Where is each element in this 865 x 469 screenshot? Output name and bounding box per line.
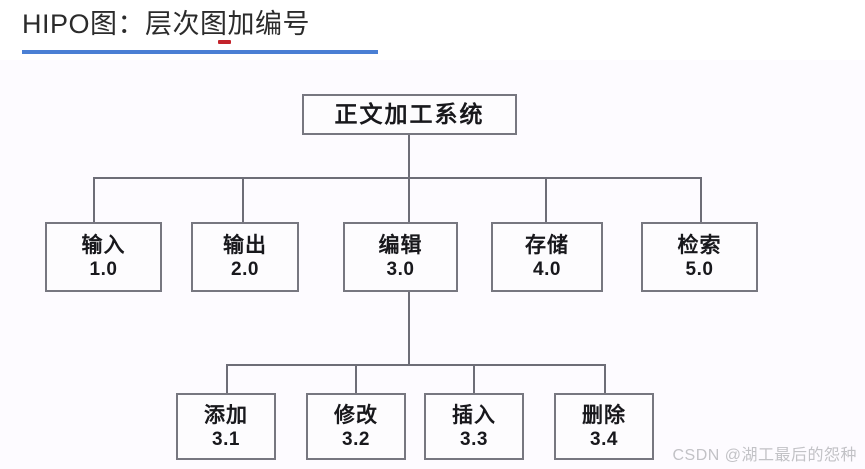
connector-drop-retrieve [700, 177, 702, 222]
connector-drop-insert [473, 364, 475, 393]
connector-edit-stem [408, 292, 410, 365]
connector-drop-add [226, 364, 228, 393]
node-delete-label: 删除 [582, 403, 626, 427]
node-insert-label: 插入 [452, 403, 496, 427]
node-root[interactable]: 正文加工系统 [302, 94, 517, 135]
node-retrieve-code: 5.0 [685, 259, 714, 280]
node-storage-label: 存储 [525, 234, 569, 257]
connector-drop-storage [545, 177, 547, 222]
diagram-canvas: 正文加工系统 输入 1.0 输出 2.0 编辑 3.0 存储 4.0 检索 5.… [0, 60, 865, 469]
csdn-watermark: CSDN @湖工最后的怨种 [672, 447, 857, 464]
node-storage[interactable]: 存储 4.0 [491, 222, 603, 292]
slide-header: HIPO图：层次图加编号 [0, 0, 865, 60]
connector-drop-output [242, 177, 244, 222]
node-output-code: 2.0 [231, 259, 259, 280]
connector-level3-bus [226, 364, 606, 366]
connector-level2-bus [93, 177, 702, 179]
node-delete[interactable]: 删除 3.4 [554, 393, 654, 460]
page-title: HIPO图：层次图加编号 [22, 9, 311, 39]
title-divider-rule [22, 50, 378, 54]
node-add-code: 3.1 [212, 428, 240, 450]
node-modify-label: 修改 [334, 403, 378, 427]
node-retrieve[interactable]: 检索 5.0 [641, 222, 758, 292]
node-input[interactable]: 输入 1.0 [45, 222, 162, 292]
node-root-label: 正文加工系统 [334, 101, 485, 127]
node-delete-code: 3.4 [590, 428, 618, 450]
node-modify[interactable]: 修改 3.2 [306, 393, 406, 460]
node-input-label: 输入 [81, 234, 126, 257]
node-output-label: 输出 [223, 234, 267, 257]
node-add[interactable]: 添加 3.1 [176, 393, 276, 460]
node-output[interactable]: 输出 2.0 [191, 222, 299, 292]
node-retrieve-label: 检索 [677, 234, 722, 257]
node-input-code: 1.0 [89, 259, 118, 280]
red-underline-mark [218, 40, 231, 44]
node-edit-label: 编辑 [378, 234, 423, 257]
node-edit[interactable]: 编辑 3.0 [343, 222, 458, 292]
connector-drop-delete [604, 364, 606, 393]
connector-drop-edit [408, 177, 410, 222]
node-edit-code: 3.0 [386, 259, 415, 280]
connector-drop-input [93, 177, 95, 222]
node-storage-code: 4.0 [533, 259, 561, 280]
node-modify-code: 3.2 [342, 428, 370, 450]
node-add-label: 添加 [204, 403, 248, 427]
node-insert[interactable]: 插入 3.3 [424, 393, 524, 460]
node-insert-code: 3.3 [460, 428, 488, 450]
connector-drop-modify [355, 364, 357, 393]
connector-root-stem [408, 135, 410, 178]
